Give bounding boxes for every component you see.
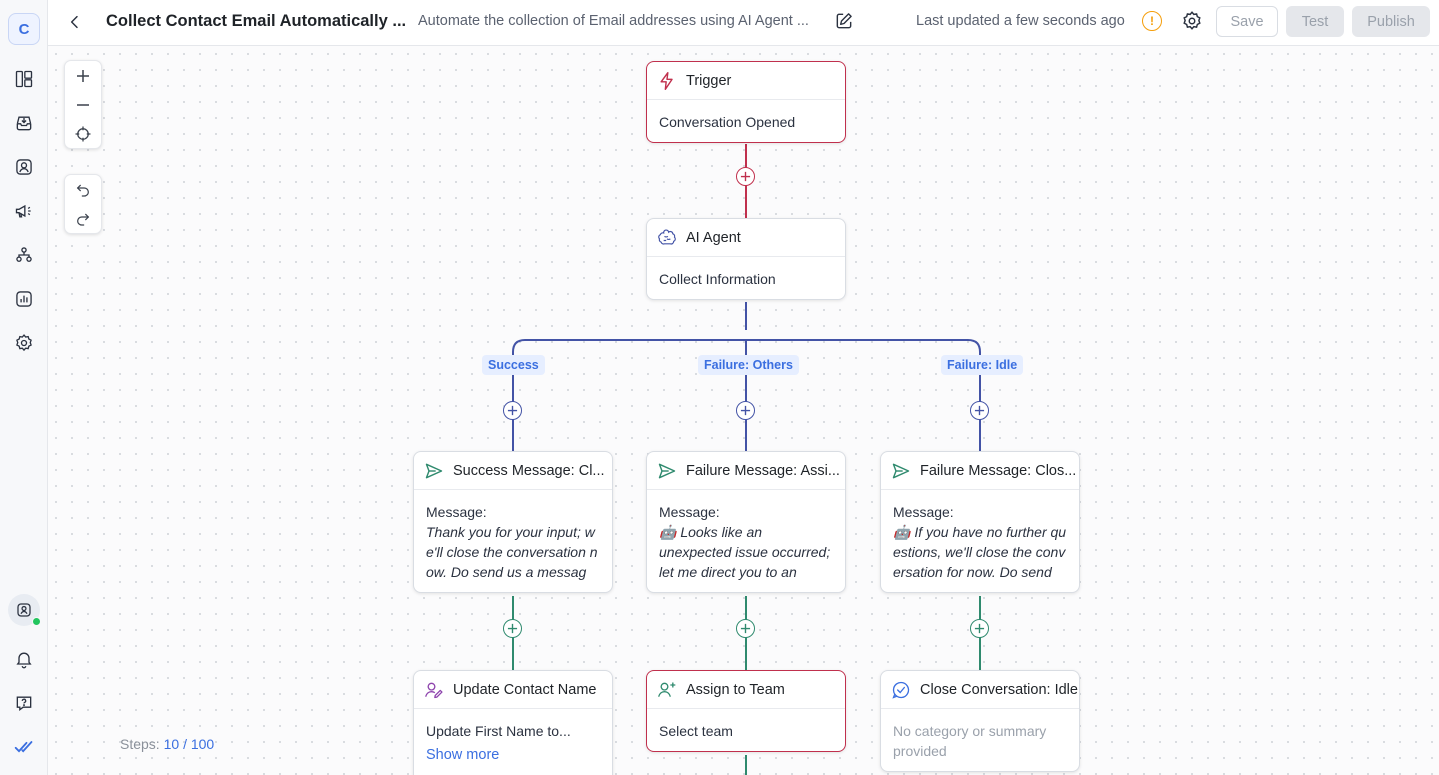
workflow-title: Collect Contact Email Automatically ... (106, 12, 407, 30)
branch-badge-failure-idle: Failure: Idle (941, 355, 1024, 375)
user-edit-icon (425, 682, 443, 698)
megaphone-icon[interactable] (12, 199, 36, 223)
ai-agent-node[interactable]: AI Agent Collect Information (646, 218, 846, 300)
plus-icon (974, 405, 985, 416)
branch-badge-failure-others: Failure: Others (698, 355, 799, 375)
workflow-canvas[interactable]: Steps: 10 / 100 Trigger Conversation Ope… (48, 46, 1439, 775)
node-title: Failure Message: Clos... (920, 462, 1077, 479)
steps-max: 100 (190, 736, 215, 752)
online-status-dot (32, 617, 41, 626)
node-title: Failure Message: Assi... (686, 462, 840, 479)
add-step-button[interactable] (736, 619, 755, 638)
node-title: Close Conversation: Idle (920, 681, 1078, 698)
plus-icon (740, 171, 751, 182)
message-label: Message: (893, 504, 954, 520)
plus-icon (740, 405, 751, 416)
edit-icon (836, 13, 852, 29)
edit-details-button[interactable] (833, 10, 855, 32)
send-icon (425, 463, 443, 478)
trigger-node[interactable]: Trigger Conversation Opened (646, 61, 846, 143)
plus-icon (507, 405, 518, 416)
warning-icon[interactable]: ! (1142, 11, 1162, 31)
success-message-node[interactable]: Success Message: Cl... Message: Thank yo… (413, 451, 613, 593)
undo-button[interactable] (65, 175, 101, 204)
plus-icon (507, 623, 518, 634)
add-step-button[interactable] (736, 167, 755, 186)
brain-icon (658, 228, 676, 245)
node-body: No category or summary provided (893, 723, 1047, 759)
node-title: Trigger (686, 72, 732, 89)
lightning-icon (660, 71, 673, 90)
failure-close-message-node[interactable]: Failure Message: Clos... Message: 🤖 If y… (880, 451, 1080, 593)
user-plus-icon (658, 682, 676, 697)
contact-icon[interactable] (12, 155, 36, 179)
layout-icon[interactable] (12, 67, 36, 91)
history-controls (64, 174, 102, 234)
help-icon[interactable] (12, 691, 36, 715)
node-body: Conversation Opened (659, 114, 796, 130)
user-icon (17, 603, 31, 617)
redo-button[interactable] (65, 204, 101, 233)
crosshair-icon (75, 126, 91, 141)
message-label: Message: (659, 504, 720, 520)
steps-counter: Steps: 10 / 100 (120, 736, 214, 752)
update-contact-node[interactable]: Update Contact Name Update First Name to… (413, 670, 613, 775)
last-updated-text: Last updated a few seconds ago (916, 13, 1125, 29)
message-label: Message: (426, 504, 487, 520)
double-check-icon[interactable] (12, 735, 36, 759)
zoom-out-button[interactable] (65, 90, 101, 119)
gear-icon (1183, 11, 1201, 30)
workflow-icon[interactable] (12, 243, 36, 267)
node-body: Update First Name to... (426, 723, 571, 739)
branch-badge-success: Success (482, 355, 545, 375)
workspace-logo[interactable]: C (8, 13, 40, 45)
show-more-link[interactable]: Show more (426, 747, 500, 763)
steps-label: Steps: (120, 736, 160, 752)
steps-used: 10 (163, 736, 180, 752)
assign-team-node[interactable]: Assign to Team Select team (646, 670, 846, 752)
inbox-icon[interactable] (12, 111, 36, 135)
back-button[interactable] (64, 11, 86, 33)
zoom-controls (64, 60, 102, 149)
workflow-description: Automate the collection of Email address… (418, 13, 809, 29)
test-button[interactable]: Test (1286, 6, 1344, 37)
node-title: Update Contact Name (453, 681, 597, 698)
reports-icon[interactable] (12, 287, 36, 311)
node-body: Select team (659, 723, 733, 739)
send-icon (892, 463, 910, 478)
node-body: Collect Information (659, 271, 776, 287)
workflow-header: Collect Contact Email Automatically ... … (48, 0, 1439, 46)
check-chat-icon (892, 681, 910, 699)
chevron-left-icon (70, 15, 78, 29)
add-step-button[interactable] (503, 619, 522, 638)
add-step-button[interactable] (736, 401, 755, 420)
node-title: Assign to Team (686, 681, 785, 698)
steps-separator: / (183, 736, 187, 752)
message-text: 🤖 If you have no further questions, we'l… (893, 524, 1067, 580)
undo-icon (76, 184, 89, 197)
message-text: Thank you for your input; we'll close th… (426, 524, 598, 580)
add-step-button[interactable] (503, 401, 522, 420)
save-button[interactable]: Save (1216, 6, 1278, 37)
send-icon (658, 463, 676, 478)
close-conversation-node[interactable]: Close Conversation: Idle No category or … (880, 670, 1080, 772)
add-step-button[interactable] (970, 401, 989, 420)
zoom-in-button[interactable] (65, 61, 101, 90)
add-step-button[interactable] (970, 619, 989, 638)
gear-icon[interactable] (12, 331, 36, 355)
workflow-settings-button[interactable] (1180, 9, 1204, 33)
minus-icon (77, 103, 89, 106)
node-title: AI Agent (686, 229, 741, 246)
left-nav: C (0, 0, 48, 775)
failure-assign-message-node[interactable]: Failure Message: Assi... Message: 🤖 Look… (646, 451, 846, 593)
plus-icon (740, 623, 751, 634)
bell-icon[interactable] (12, 647, 36, 671)
node-title: Success Message: Cl... (453, 462, 605, 479)
redo-icon (77, 213, 90, 226)
plus-icon (77, 69, 89, 82)
fit-view-button[interactable] (65, 119, 101, 148)
plus-icon (974, 623, 985, 634)
publish-button[interactable]: Publish (1352, 6, 1430, 37)
message-text: 🤖 Looks like an unexpected issue occurre… (659, 524, 831, 580)
